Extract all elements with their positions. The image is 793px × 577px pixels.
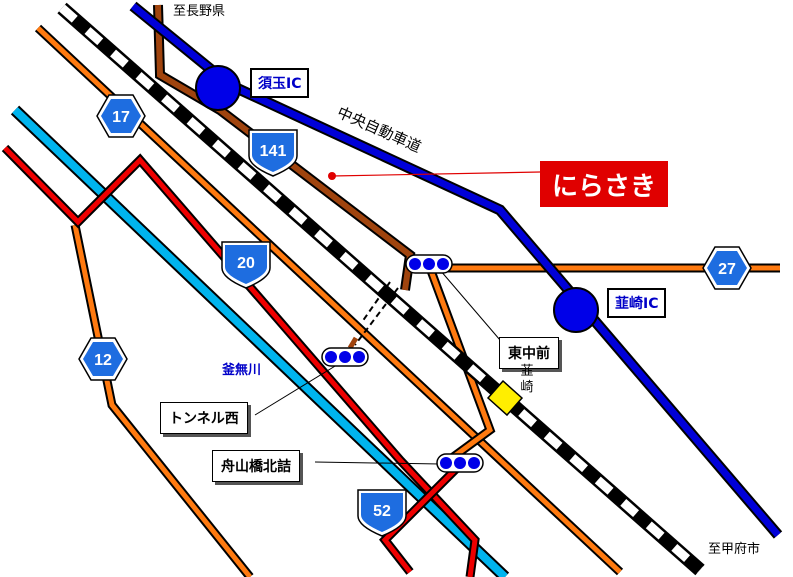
route-141-number: 141 xyxy=(260,143,287,160)
leader-funayama xyxy=(314,461,441,465)
station-label: 韮崎 xyxy=(520,364,534,395)
tunnel-dashed-2 xyxy=(361,281,391,323)
sudama-ic-marker xyxy=(195,65,241,111)
route-12-road-fill xyxy=(72,224,252,577)
leader-higashinakamae xyxy=(439,269,501,341)
signal-funayamabashi xyxy=(436,453,484,473)
callout-funayamabashi: 舟山橋北詰 xyxy=(212,450,300,482)
destination-kofu: 至甲府市 xyxy=(708,542,761,557)
signal-higashinakamae xyxy=(405,254,453,274)
callout-tunnel-nishi: トンネル西 xyxy=(160,402,248,434)
route-17-number: 17 xyxy=(112,109,130,126)
nirasaki-brand-label: にらさき xyxy=(540,161,668,207)
brand-pin xyxy=(328,172,336,180)
sudama-ic-label: 須玉IC xyxy=(250,68,310,98)
route-12-shield: 12 xyxy=(78,337,128,381)
route-52-shield: 52 xyxy=(357,489,407,537)
route-20-shield: 20 xyxy=(221,241,271,289)
tunnel-stub xyxy=(347,336,359,350)
nirasaki-ic-marker xyxy=(553,287,599,333)
leader-brand xyxy=(331,171,541,177)
route-20-road-fill xyxy=(3,146,478,577)
route-27-number: 27 xyxy=(718,261,736,278)
route-17-shield: 17 xyxy=(96,94,146,138)
route-20-number: 20 xyxy=(237,255,255,272)
leader-tunnel xyxy=(254,359,346,416)
route-27-shield: 27 xyxy=(702,246,752,290)
chuo-expressway-fill xyxy=(130,3,781,538)
callout-higashinakamae: 東中前 xyxy=(499,337,559,369)
nirasaki-station xyxy=(486,379,524,417)
route-141-shield: 141 xyxy=(248,129,298,177)
nirasaki-ic-label: 韮崎IC xyxy=(607,288,667,318)
signal-tunnel-nishi xyxy=(321,347,369,367)
river-label: 釜無川 xyxy=(222,363,262,378)
railway-ties xyxy=(59,4,703,574)
route-52-number: 52 xyxy=(373,503,391,520)
route-27-road-fill xyxy=(426,265,780,466)
destination-nagano: 至長野県 xyxy=(173,4,226,19)
route-12-number: 12 xyxy=(94,352,112,369)
route-12-road xyxy=(70,224,254,577)
